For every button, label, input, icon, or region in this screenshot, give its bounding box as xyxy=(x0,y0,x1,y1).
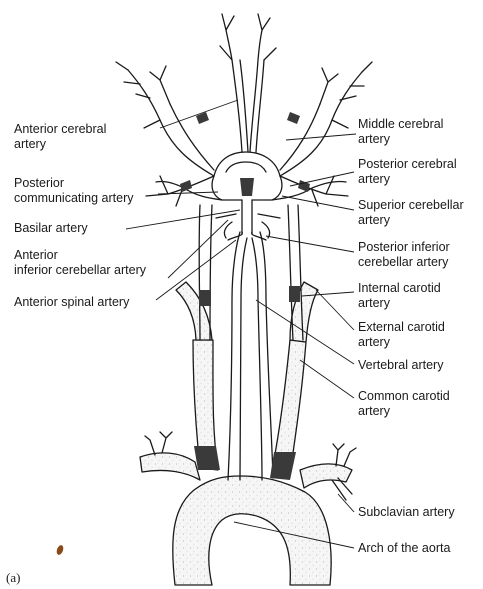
anterior-cerebral-left xyxy=(226,30,248,152)
left-vertebral xyxy=(228,232,247,480)
label-anterior-cerebral-artery: Anterior cerebral artery xyxy=(14,122,106,152)
label-arch-of-aorta: Arch of the aorta xyxy=(358,541,450,556)
label-common-carotid-artery: Common carotid artery xyxy=(358,389,450,419)
stray-mark xyxy=(55,544,64,555)
anterior-tips xyxy=(220,14,276,60)
right-subclavian-twigs xyxy=(333,444,356,466)
leader-anterior-spinal xyxy=(156,240,236,300)
leader-common-carotid xyxy=(300,360,354,398)
label-subclavian-artery: Subclavian artery xyxy=(358,505,455,520)
band-mca-right xyxy=(287,112,300,124)
aortic-arch xyxy=(173,476,331,585)
willis-inner xyxy=(226,162,266,172)
right-vertebral xyxy=(252,232,273,480)
middle-cerebral-left-branches xyxy=(116,62,170,128)
left-subclavian-twigs xyxy=(145,432,172,455)
label-posterior-cerebral-artery: Posterior cerebral artery xyxy=(358,157,457,187)
aica-branches xyxy=(224,222,269,238)
band-pca-left xyxy=(180,180,192,192)
label-middle-cerebral-artery: Middle cerebral artery xyxy=(358,117,443,147)
label-posterior-inferior-cerebellar-artery: Posterior inferior cerebellar artery xyxy=(358,240,450,270)
left-subclavian xyxy=(140,453,200,480)
leader-middle-cerebral xyxy=(286,134,356,140)
band-mca-left xyxy=(196,112,209,124)
leader-basilar xyxy=(126,210,240,229)
leader-posterior-inferior-cerebellar xyxy=(266,236,354,252)
leader-anterior-inferior-cerebellar xyxy=(168,220,228,278)
panel-tag: (a) xyxy=(6,570,20,585)
leader-superior-cerebellar xyxy=(282,196,354,210)
label-anterior-inferior-cerebellar-artery: Anterior inferior cerebellar artery xyxy=(14,248,146,278)
band-left-ica xyxy=(199,290,211,306)
label-posterior-communicating-artery: Posterior communicating artery xyxy=(14,176,134,206)
label-vertebral-artery: Vertebral artery xyxy=(358,358,443,373)
middle-cerebral-right xyxy=(280,72,362,176)
basilar-artery xyxy=(242,200,252,234)
label-external-carotid-artery: External carotid artery xyxy=(358,320,445,350)
band-left-cca xyxy=(194,446,220,470)
anterior-cerebral-right xyxy=(250,30,264,152)
leader-subclavian xyxy=(338,494,354,512)
band-basilar xyxy=(240,178,254,196)
band-right-ica xyxy=(289,286,300,302)
superior-cerebellar xyxy=(216,214,280,218)
label-anterior-spinal-artery: Anterior spinal artery xyxy=(14,295,129,310)
left-cerebral-lower xyxy=(146,176,214,206)
leader-external-carotid xyxy=(316,290,354,330)
label-internal-carotid-artery: Internal carotid artery xyxy=(358,281,441,311)
label-basilar-artery: Basilar artery xyxy=(14,221,88,236)
label-superior-cerebellar-artery: Superior cerebellar artery xyxy=(358,198,464,228)
band-right-cca xyxy=(270,452,296,480)
